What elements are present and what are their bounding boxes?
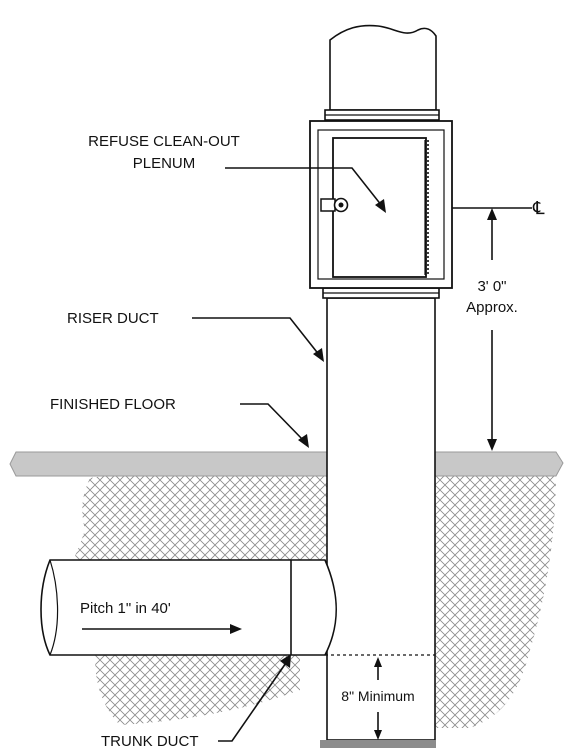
door-latch-icon xyxy=(320,197,349,213)
height-label: 3' 0" xyxy=(477,278,506,295)
centerline-symbol: ℄ xyxy=(532,198,545,218)
riser-duct xyxy=(322,287,440,741)
riser-duct-label: RISER DUCT xyxy=(67,310,159,327)
height-dimension xyxy=(452,207,532,451)
pitch-label: Pitch 1" in 40' xyxy=(80,600,171,617)
height-approx-label: Approx. xyxy=(466,299,518,316)
trunk-duct-label: TRUNK DUCT xyxy=(101,733,199,750)
riser-leader xyxy=(192,317,324,362)
minimum-label: 8" Minimum xyxy=(341,688,414,704)
plenum-box xyxy=(309,120,453,289)
base-plate xyxy=(320,740,436,748)
door-hinge xyxy=(424,140,429,275)
floor-leader xyxy=(240,403,309,448)
plenum-label-line2: PLENUM xyxy=(133,155,196,172)
finished-floor-slab xyxy=(9,451,564,477)
minimum-dimension xyxy=(374,657,382,740)
plenum-leader xyxy=(225,167,386,213)
finished-floor-label: FINISHED FLOOR xyxy=(50,396,176,413)
pitch-arrow-icon xyxy=(82,624,242,634)
plenum-label: REFUSE CLEAN-OUT xyxy=(88,133,240,150)
trunk-leader xyxy=(218,654,291,742)
upper-riser-pipe xyxy=(324,24,440,121)
